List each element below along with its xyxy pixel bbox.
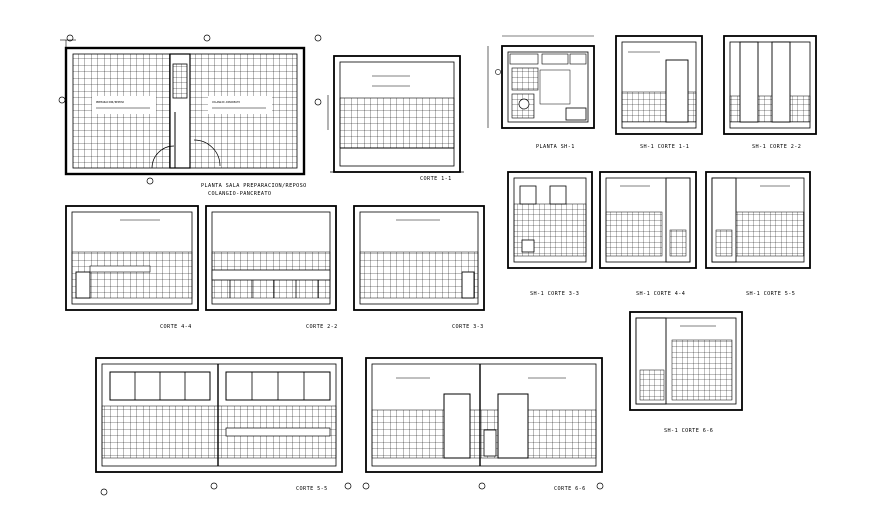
section-corte-5-5: CORTE 5-5: [95, 357, 352, 496]
section-corte-4-4: CORTE 4-4: [65, 205, 199, 330]
section-sh1-corte-1-1: SH-1 CORTE 1-1: [615, 35, 703, 150]
sh1-corte-3-3-label: SH-1 CORTE 3-3: [530, 291, 579, 297]
section-sh1-corte-6-6: SH-1 CORTE 6-6: [629, 311, 743, 434]
corte-6-6-label: CORTE 6-6: [554, 486, 586, 492]
section-sh1-corte-4-4: SH-1 CORTE 4-4: [599, 171, 697, 297]
corte-5-5-label: CORTE 5-5: [296, 486, 328, 492]
corte-4-4-label: CORTE 4-4: [160, 324, 192, 330]
section-corte-1-1: CORTE 1-1: [327, 55, 464, 182]
sh1-corte-6-6-label: SH-1 CORTE 6-6: [664, 428, 713, 434]
corte-1-1-label: CORTE 1-1: [420, 176, 452, 182]
section-corte-6-6: CORTE 6-6: [362, 357, 604, 492]
plan-sh-1: PLANTA SH-1: [487, 35, 595, 150]
corte-2-2-label: CORTE 2-2: [306, 324, 338, 330]
planta-sh-1-label: PLANTA SH-1: [536, 144, 575, 150]
section-corte-2-2: CORTE 2-2: [205, 205, 338, 330]
sh1-corte-1-1-label: SH-1 CORTE 1-1: [640, 144, 689, 150]
plan-title: PLANTA SALA PREPARACION/REPOSO: [201, 183, 307, 189]
section-sh1-corte-3-3: SH-1 CORTE 3-3: [507, 171, 593, 297]
sh1-corte-2-2-label: SH-1 CORTE 2-2: [752, 144, 801, 150]
plan-room-right-label: COLANGIO-PANCREATO: [212, 100, 241, 104]
section-sh1-corte-2-2: SH-1 CORTE 2-2: [723, 35, 817, 150]
plan-room-left-label: PREPARACION/REPOSO: [96, 100, 125, 104]
section-sh1-corte-5-5: SH-1 CORTE 5-5: [705, 171, 811, 297]
sh1-corte-5-5-label: SH-1 CORTE 5-5: [746, 291, 795, 297]
sh1-corte-4-4-label: SH-1 CORTE 4-4: [636, 291, 685, 297]
section-corte-3-3: CORTE 3-3: [353, 205, 485, 330]
plan-subtitle: COLANGIO-PANCREATO: [208, 191, 271, 197]
corte-3-3-label: CORTE 3-3: [452, 324, 484, 330]
floor-plan-preparacion-reposo: PREPARACION/REPOSO COLANGIO-PANCREATO PL…: [58, 34, 322, 197]
